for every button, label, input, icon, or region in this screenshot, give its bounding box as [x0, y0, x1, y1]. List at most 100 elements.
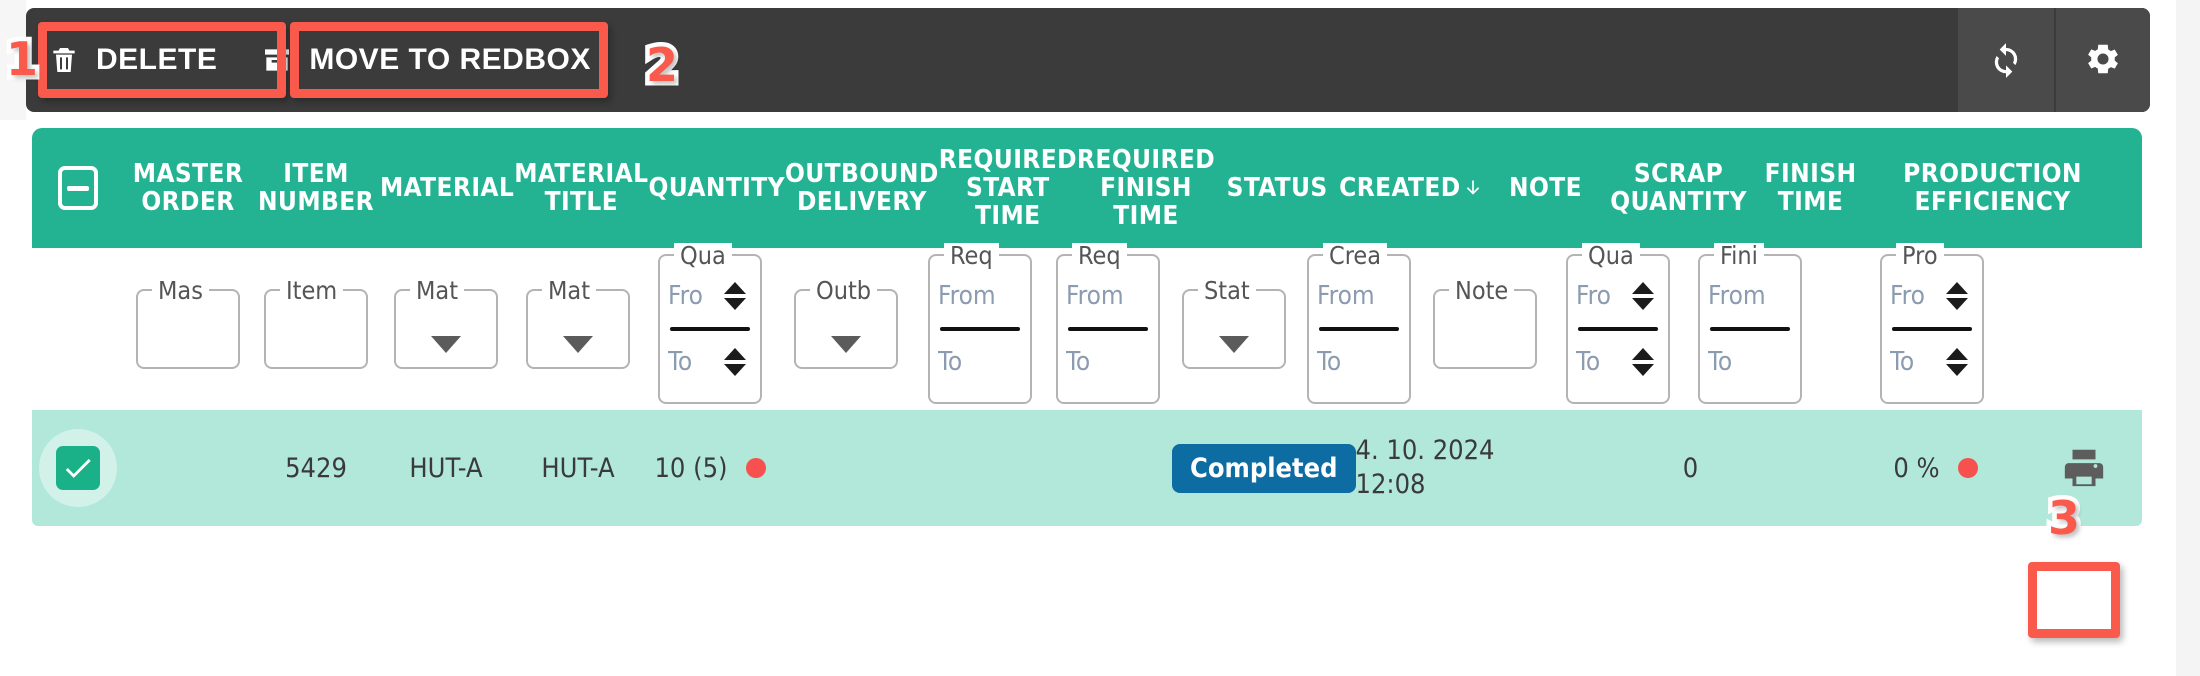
- column-header-note[interactable]: NOTE: [1483, 174, 1609, 202]
- filter-to-input[interactable]: To: [930, 331, 1030, 393]
- cell-material-title: HUT-A: [512, 410, 644, 526]
- settings-button[interactable]: [2054, 8, 2150, 112]
- column-header-sort-wrap: CREATED: [1339, 174, 1482, 202]
- number-spinner-to[interactable]: [718, 339, 752, 385]
- column-header-created[interactable]: CREATED: [1339, 174, 1482, 202]
- filter-to-placeholder: To: [668, 347, 693, 377]
- number-spinner-to[interactable]: [1626, 339, 1660, 385]
- chevron-down-icon[interactable]: [563, 336, 593, 353]
- filter-from-input[interactable]: From: [1058, 265, 1158, 327]
- filter-from-input[interactable]: Fro: [1882, 265, 1982, 327]
- number-spinner-from[interactable]: [1940, 273, 1974, 319]
- chevron-down-icon[interactable]: [1219, 336, 1249, 353]
- number-spinner-from[interactable]: [718, 273, 752, 319]
- column-header-label: STATUS: [1226, 172, 1328, 203]
- filter-from-input[interactable]: From: [1309, 265, 1409, 327]
- cell-value: 0: [1682, 452, 1699, 484]
- column-header-label: ITEM: [283, 158, 349, 189]
- cell-finish-time: [1761, 410, 1885, 526]
- filter-field-material-title[interactable]: Mat: [526, 278, 630, 369]
- filter-field-outbound-delivery[interactable]: Outb: [794, 278, 898, 369]
- created-time: 12:08: [1355, 469, 1426, 500]
- filter-from-placeholder: From: [938, 281, 996, 311]
- filter-cell-note: Note: [1422, 248, 1548, 410]
- filter-to-input[interactable]: To: [1568, 331, 1668, 393]
- filter-field-legend: Fini: [1714, 243, 1764, 269]
- column-header-material[interactable]: MATERIAL: [380, 174, 514, 202]
- select-all-checkbox[interactable]: [32, 166, 124, 210]
- range-divider: [1319, 327, 1399, 331]
- filter-from-placeholder: From: [1066, 281, 1124, 311]
- cell-production-efficiency: 0 %: [1885, 410, 2125, 526]
- checkbox-ripple: [39, 429, 117, 507]
- column-header-label: TIME: [1113, 201, 1179, 232]
- column-header-label: REQUIRED: [1076, 144, 1216, 175]
- filter-field-status[interactable]: Stat: [1182, 278, 1286, 369]
- filter-to-input[interactable]: To: [1058, 331, 1158, 393]
- column-header-label: OUTBOUND: [784, 158, 939, 189]
- move-to-redbox-button-label: MOVE TO REDBOX: [309, 43, 591, 76]
- refresh-button[interactable]: [1958, 8, 2054, 112]
- cell-value: 5429: [285, 452, 347, 484]
- created-date: 4. 10. 2024: [1355, 435, 1495, 467]
- column-header-status[interactable]: STATUS: [1215, 174, 1339, 202]
- filter-to-input[interactable]: To: [1309, 331, 1409, 393]
- filter-from-input[interactable]: Fro: [660, 265, 760, 327]
- filter-field-note[interactable]: Note: [1433, 278, 1537, 369]
- column-header-label: TITLE: [544, 187, 619, 217]
- cell-quantity: 10 (5): [644, 410, 776, 526]
- chevron-down-icon[interactable]: [431, 336, 461, 353]
- filter-from-input[interactable]: From: [930, 265, 1030, 327]
- filter-from-input[interactable]: From: [1700, 265, 1800, 327]
- row-select-checkbox[interactable]: [32, 429, 124, 507]
- filter-to-input[interactable]: To: [1882, 331, 1982, 393]
- filter-field-legend: Crea: [1323, 243, 1388, 269]
- number-spinner-to[interactable]: [1940, 339, 1974, 385]
- move-to-redbox-button[interactable]: MOVE TO REDBOX: [239, 24, 612, 96]
- column-header-quantity[interactable]: QUANTITY: [648, 174, 785, 202]
- chevron-down-icon[interactable]: [831, 336, 861, 353]
- delete-button[interactable]: DELETE: [26, 24, 239, 96]
- filter-field-item-number[interactable]: Item: [264, 278, 368, 369]
- annotation-box-3: [2028, 562, 2120, 638]
- filter-cell-item-number: Item: [252, 248, 380, 410]
- filter-field-master-order[interactable]: Mas: [136, 278, 240, 369]
- filter-field-material[interactable]: Mat: [394, 278, 498, 369]
- row-print-button[interactable]: [2052, 439, 2116, 497]
- number-spinner-from[interactable]: [1626, 273, 1660, 319]
- filter-from-placeholder: Fro: [1576, 281, 1611, 311]
- filter-to-input[interactable]: To: [1700, 331, 1800, 393]
- refresh-icon: [1987, 40, 2025, 81]
- column-header-label: CREATED: [1339, 172, 1461, 203]
- filter-to-placeholder: To: [1890, 347, 1915, 377]
- column-header-label: FINISH: [1764, 158, 1857, 189]
- filter-from-input[interactable]: Fro: [1568, 265, 1668, 327]
- filter-to-input[interactable]: To: [660, 331, 760, 393]
- column-header-label: ORDER: [141, 187, 235, 217]
- cell-required-finish-time: [1044, 410, 1172, 526]
- filter-cell-material: Mat: [380, 248, 512, 410]
- gear-icon: [2084, 40, 2122, 81]
- checkbox-checked-icon: [56, 446, 100, 490]
